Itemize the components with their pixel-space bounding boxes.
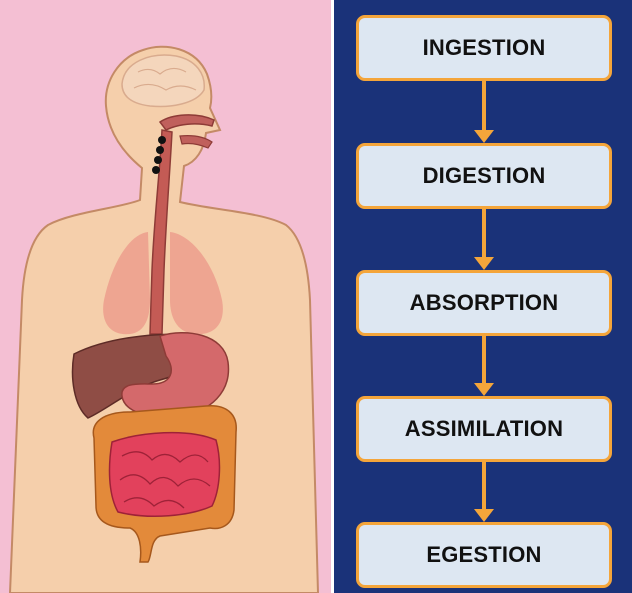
step-box-ingestion: INGESTION xyxy=(356,15,612,81)
small-intestine xyxy=(108,431,221,517)
flow-arrow-4 xyxy=(474,462,494,522)
step-box-digestion: DIGESTION xyxy=(356,143,612,209)
step-box-absorption: ABSORPTION xyxy=(356,270,612,336)
step-label-absorption: ABSORPTION xyxy=(409,290,559,315)
step-label-assimilation: ASSIMILATION xyxy=(404,416,564,441)
illustration-panel xyxy=(0,0,333,593)
brain xyxy=(121,54,205,108)
flow-arrow-3 xyxy=(474,336,494,396)
step-label-egestion: EGESTION xyxy=(426,542,542,567)
step-label-ingestion: INGESTION xyxy=(422,35,546,60)
step-box-egestion: EGESTION xyxy=(356,522,612,588)
left-lung xyxy=(103,232,150,335)
flow-arrow-2 xyxy=(474,209,494,270)
mouth-cavity xyxy=(158,114,215,131)
panel-divider xyxy=(331,0,334,593)
step-box-assimilation: ASSIMILATION xyxy=(356,396,612,462)
flow-arrow-1 xyxy=(474,81,494,143)
step-label-digestion: DIGESTION xyxy=(422,163,546,188)
digestive-system-illustration xyxy=(8,45,320,593)
body-outline xyxy=(8,45,320,593)
right-lung xyxy=(170,232,223,335)
